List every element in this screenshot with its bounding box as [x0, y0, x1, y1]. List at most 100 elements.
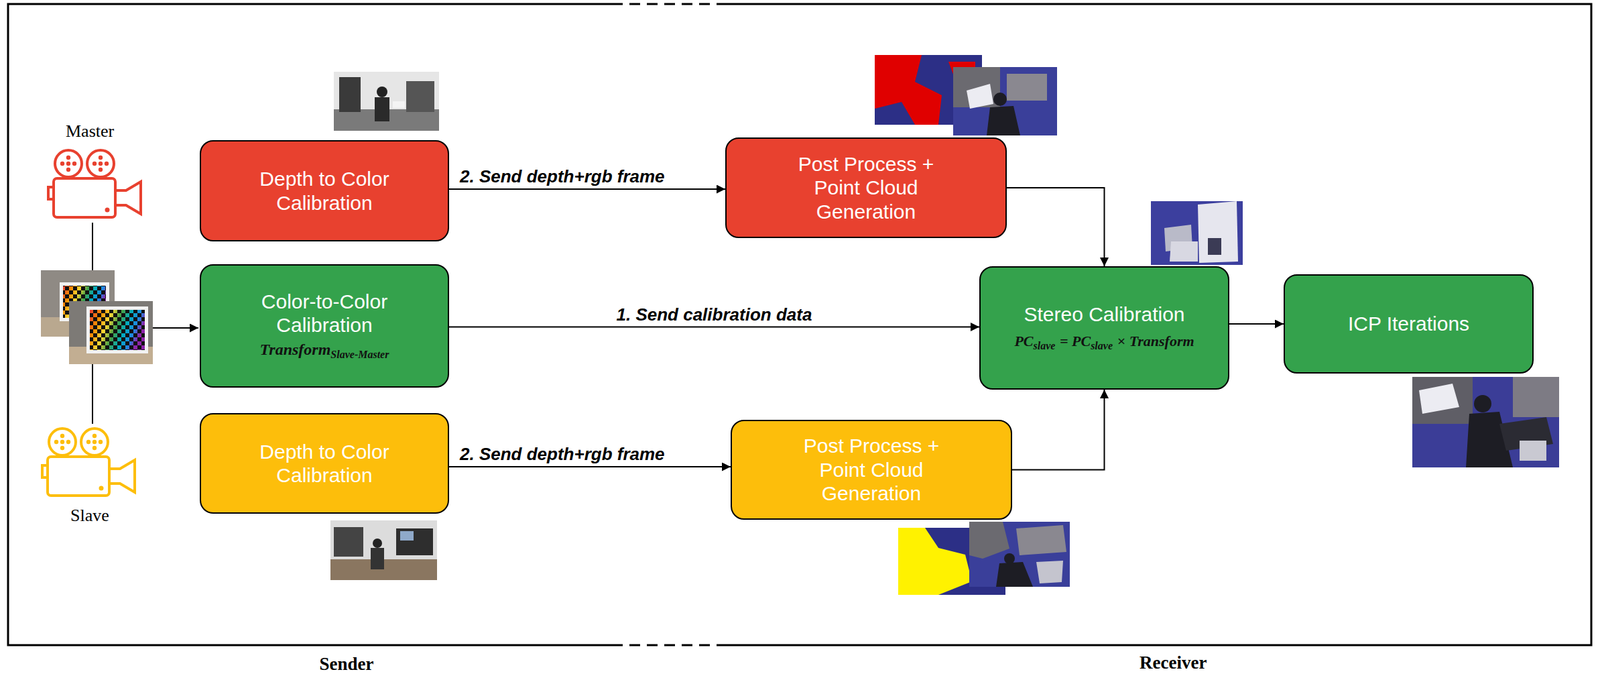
master-rgb-thumbnail [374, 97, 390, 122]
camera-link-line [91, 222, 94, 271]
process-box: Depth to Color Calibration [199, 412, 450, 514]
box-content: Post Process + Point Cloud Generation [790, 433, 952, 505]
subscript-text: Slave-Master [330, 348, 389, 360]
slave-cloud-thumbnail [1016, 524, 1067, 556]
box-text: Post Process + Point Cloud Generation [803, 434, 940, 505]
stereo-cloud-thumbnail [1197, 201, 1239, 263]
merged-cloud-thumbnail [1512, 376, 1560, 417]
master-depth-thumbnail [874, 54, 942, 125]
merged-cloud-thumbnail [1412, 376, 1560, 468]
slave-cloud-thumbnail [969, 521, 1070, 587]
frame-border [8, 4, 612, 645]
slave-rgb-thumbnail [370, 547, 385, 570]
master-rgb-thumbnail [339, 77, 361, 112]
arrow-connector [449, 465, 731, 468]
box-title: Stereo Calibration [994, 302, 1216, 326]
slave-rgb-thumbnail [333, 526, 364, 557]
master-rgb-thumbnail [376, 86, 388, 98]
master-rgb-thumbnail [406, 81, 435, 112]
slave-cloud-thumbnail [1036, 560, 1064, 584]
merged-cloud-thumbnail [1519, 440, 1547, 461]
edge-label: 1. Send calibration data [613, 304, 816, 326]
checkerboard-photo [69, 300, 153, 364]
master-cloud-thumbnail [993, 92, 1007, 106]
master-cloud-thumbnail [966, 83, 994, 109]
master-cloud-thumbnail [1006, 73, 1048, 101]
camera-label: Master [65, 121, 114, 142]
process-box: Depth to Color Calibration [199, 140, 450, 242]
box-content: ICP Iterations [1298, 311, 1520, 336]
box-text: Stereo Calibration [1023, 302, 1185, 326]
camera-label: Slave [70, 505, 110, 526]
process-box: Color-to-Color CalibrationTransformSlave… [199, 264, 450, 388]
box-content: Post Process + Point Cloud Generation [785, 152, 947, 224]
box-title: Depth to Color Calibration [227, 439, 422, 488]
process-box: ICP Iterations [1283, 274, 1534, 374]
arrow-connector [1229, 323, 1284, 325]
master-cloud-thumbnail [953, 67, 1058, 136]
subscript-text: slave [1090, 339, 1113, 352]
arrow-connector [1012, 389, 1105, 470]
box-text: PC [1014, 332, 1033, 350]
box-text: Post Process + Point Cloud Generation [798, 152, 935, 223]
box-text: Depth to Color Calibration [259, 167, 389, 214]
slave-depth-thumbnail [898, 527, 972, 595]
frame-border [8, 4, 1592, 645]
stereo-cloud-thumbnail [1150, 201, 1243, 265]
master-cloud-thumbnail [953, 67, 1058, 136]
master-rgb-thumbnail [333, 71, 440, 131]
section-label: Receiver [1139, 652, 1207, 673]
slave-rgb-thumbnail [372, 538, 383, 548]
master-rgb-thumbnail [333, 71, 440, 131]
box-title: Depth to Color Calibration [227, 166, 422, 215]
arrow-connector [449, 188, 726, 190]
camera-link-line [91, 363, 94, 424]
slave-cloud-thumbnail [969, 521, 1010, 559]
slave-cloud-thumbnail [996, 561, 1033, 587]
merged-cloud-thumbnail [1412, 376, 1473, 424]
master-camera-icon [48, 150, 141, 218]
edge-label: 2. Send depth+rgb frame [457, 166, 668, 188]
arrow-connector [449, 326, 980, 328]
box-text: Depth to Color Calibration [259, 440, 389, 486]
checkerboard-photo [69, 300, 153, 364]
box-text: × Transform [1117, 332, 1195, 350]
master-cloud-thumbnail [986, 105, 1021, 136]
edge-label: 2. Send depth+rgb frame [457, 444, 668, 465]
slave-rgb-thumbnail [330, 520, 438, 580]
checkerboard-photo [89, 309, 145, 350]
merged-cloud-thumbnail [1412, 376, 1560, 468]
box-text: ICP Iterations [1347, 312, 1470, 335]
merged-cloud-thumbnail [1473, 394, 1492, 413]
slave-camera-icon [42, 428, 135, 496]
slave-rgb-thumbnail [330, 520, 438, 580]
box-text: Transform [260, 340, 332, 358]
stereo-cloud-thumbnail [1169, 241, 1198, 262]
box-title: Post Process + Point Cloud Generation [790, 433, 952, 505]
merged-cloud-thumbnail [1419, 383, 1460, 414]
box-title: ICP Iterations [1298, 311, 1520, 336]
box-content: Stereo CalibrationPCslave= PCslave× Tran… [994, 302, 1216, 353]
formula-line: TransformSlave-Master [260, 339, 390, 362]
checkerboard-photo [86, 306, 149, 354]
frame-border [724, 4, 1592, 645]
box-title: Color-to-Color Calibration [227, 289, 422, 338]
slave-rgb-thumbnail [396, 528, 434, 556]
box-text: Color-to-Color Calibration [261, 290, 388, 336]
formula-line: PCslave= PCslave× Transform [1014, 331, 1194, 354]
input-arrow [152, 327, 199, 329]
box-content: Depth to Color Calibration [227, 166, 422, 215]
box-text: = PC [1059, 332, 1091, 350]
stereo-cloud-thumbnail [1150, 201, 1243, 265]
slave-cloud-thumbnail [1004, 552, 1015, 564]
slave-rgb-thumbnail [400, 530, 414, 541]
section-label: Sender [319, 653, 375, 675]
process-box: Post Process + Point Cloud Generation [725, 137, 1007, 238]
slave-cloud-thumbnail [969, 521, 1070, 587]
box-title: Post Process + Point Cloud Generation [785, 152, 947, 224]
checkerboard-photo [89, 309, 145, 350]
process-box: Post Process + Point Cloud Generation [730, 419, 1013, 520]
